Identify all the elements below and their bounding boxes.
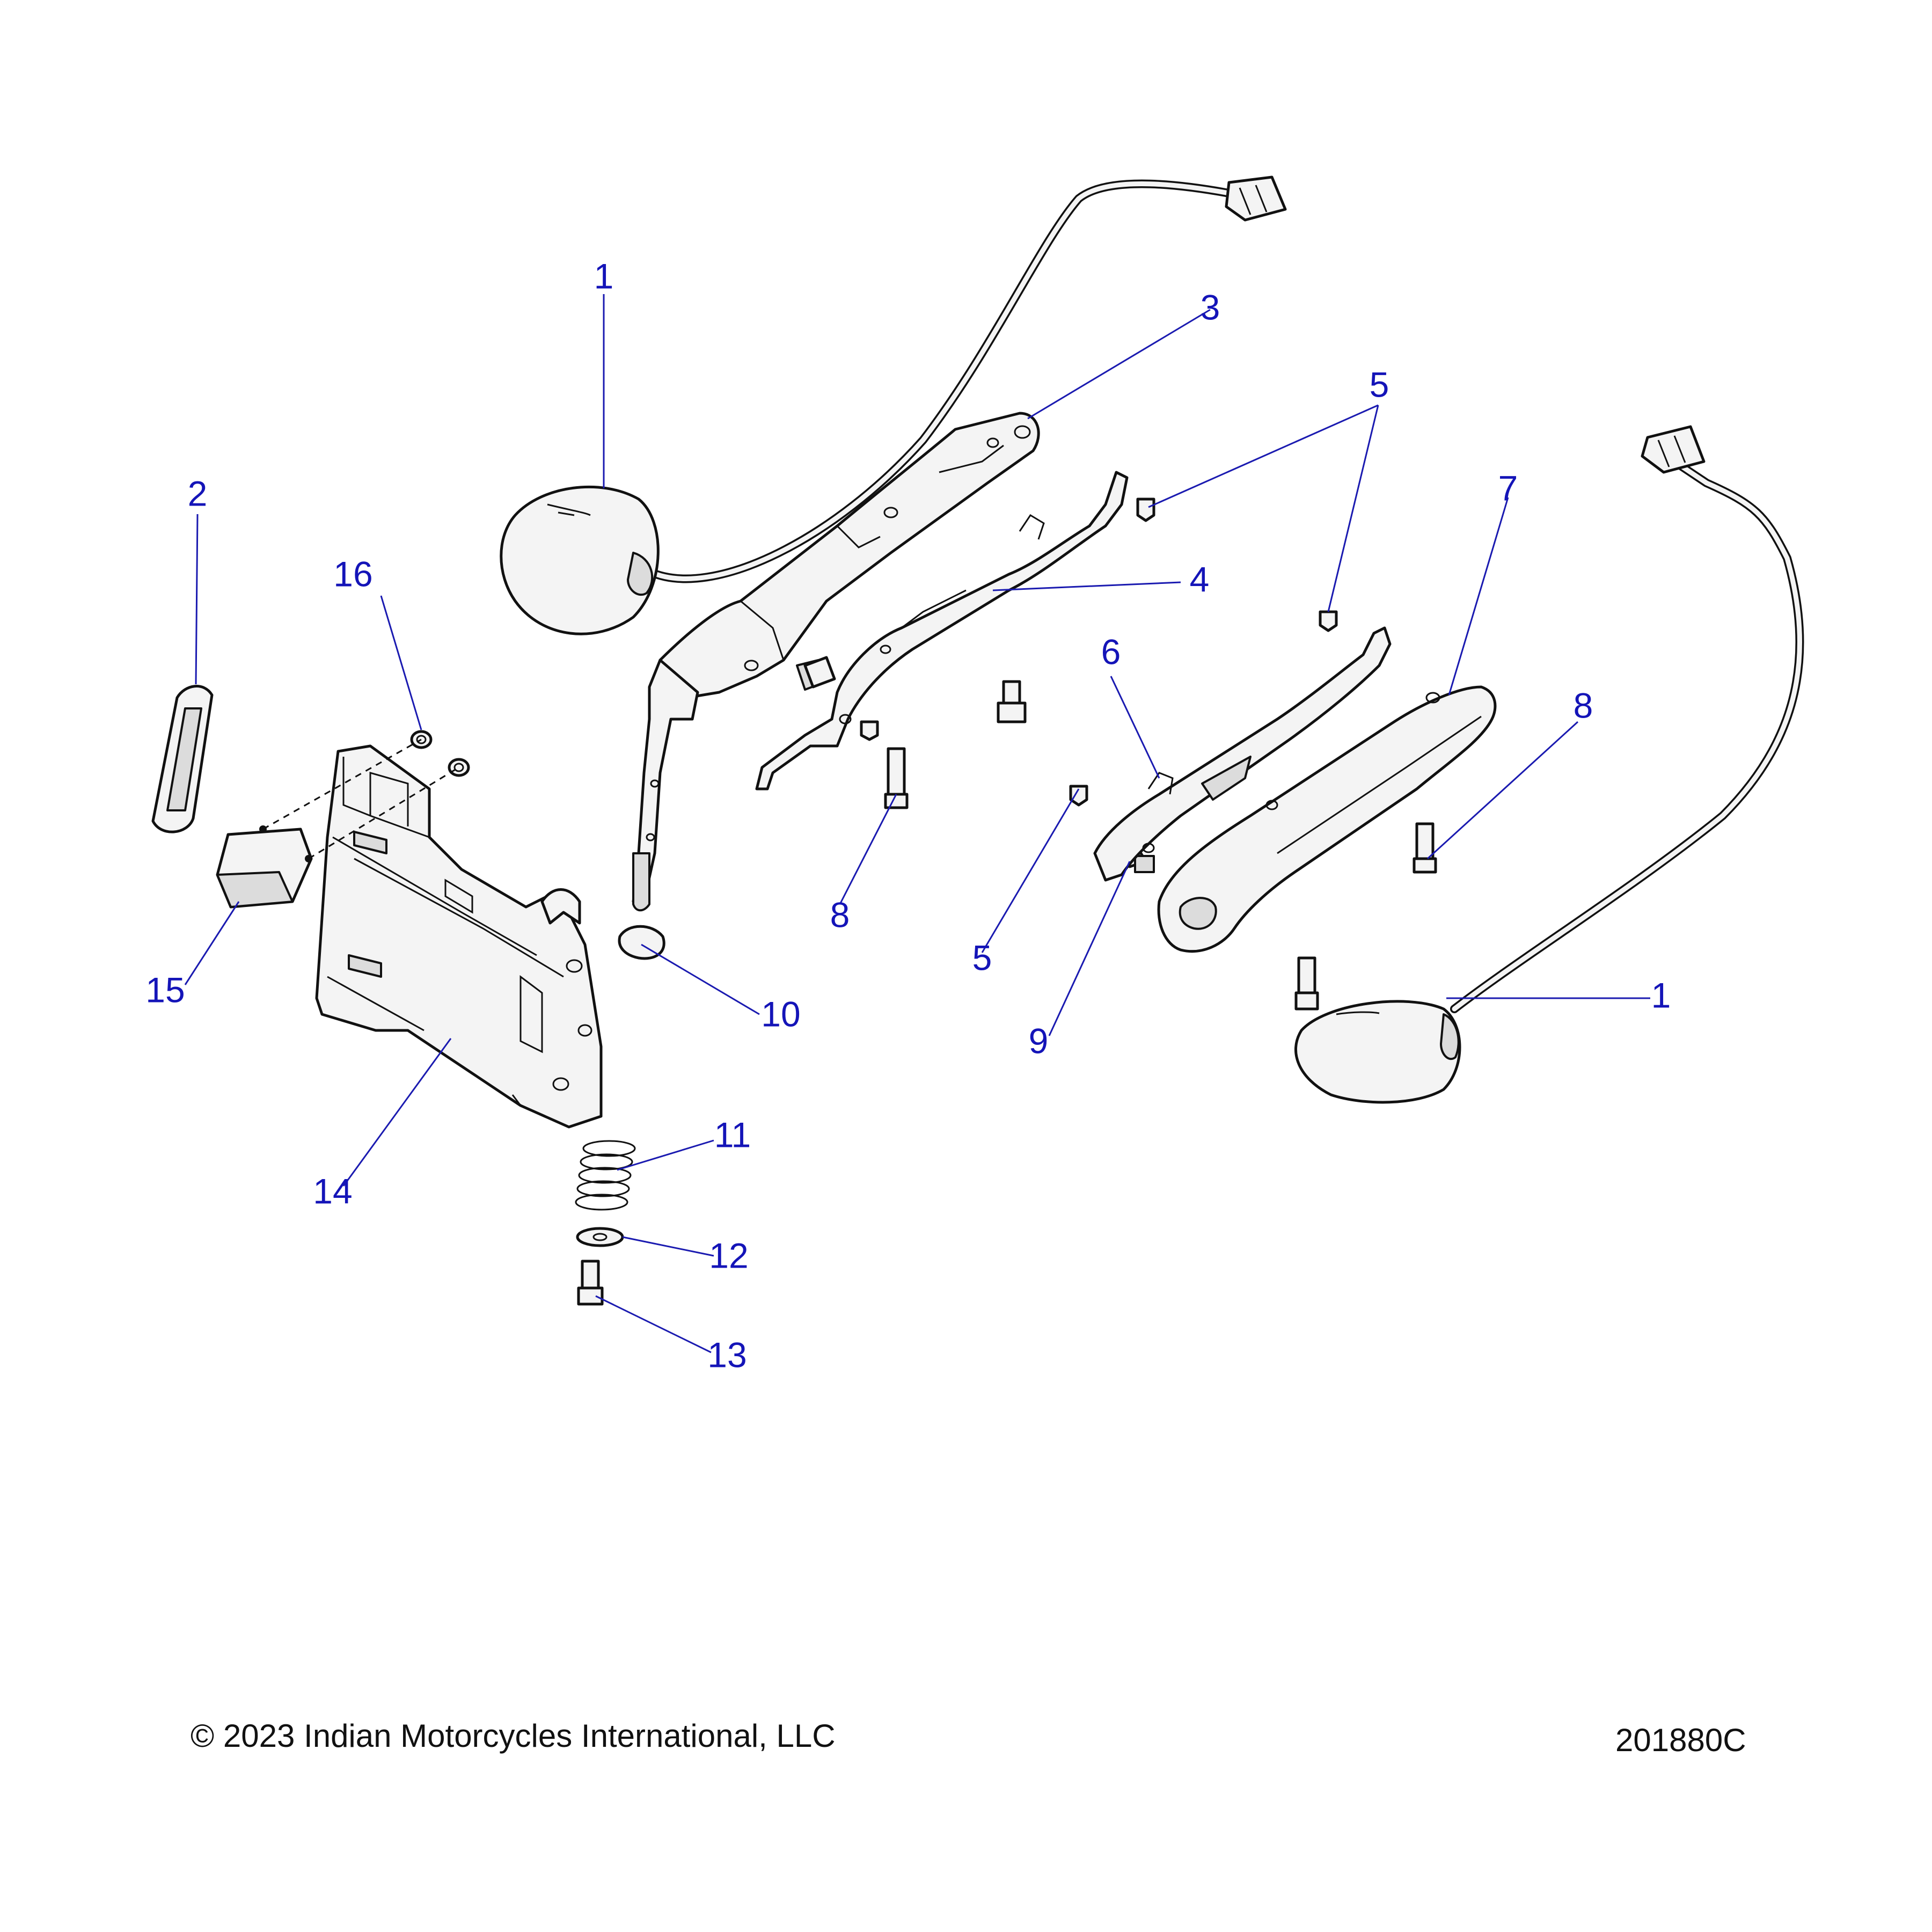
callout-7: 7 (1498, 468, 1518, 508)
reflector (151, 685, 214, 833)
callout-3: 3 (1201, 287, 1220, 327)
callout-2: 2 (188, 473, 208, 513)
callout-14: 14 (313, 1171, 352, 1211)
callout-8-left: 8 (830, 895, 850, 934)
mount-plate (1093, 626, 1392, 882)
spring-washer-bolt (575, 1140, 636, 1306)
callout-4: 4 (1190, 559, 1210, 599)
callout-9: 9 (1029, 1021, 1049, 1060)
callout-16: 16 (333, 554, 372, 594)
callout-15: 15 (145, 970, 185, 1009)
turn-signal-lower (1294, 425, 1804, 1104)
callout-5-lower: 5 (972, 938, 992, 977)
leader-lines (184, 294, 1650, 1353)
turn-signal-upper (500, 175, 1287, 635)
callout-1-upper: 1 (594, 256, 614, 296)
callout-labels: 1 1 2 3 4 5 5 5 6 7 8 8 9 10 11 12 13 14… (145, 256, 1671, 1374)
drawing-number: 201880C (1615, 1722, 1746, 1758)
callout-8-right: 8 (1574, 685, 1593, 725)
callout-11: 11 (714, 1115, 751, 1154)
license-plate-bracket (315, 744, 603, 1129)
callout-12: 12 (709, 1235, 748, 1275)
callout-10: 10 (761, 994, 800, 1034)
bracket-cover (1157, 685, 1497, 953)
callout-13: 13 (707, 1335, 747, 1374)
bracket-plate (755, 471, 1129, 791)
copyright-notice: © 2023 Indian Motorcycles International,… (191, 1718, 836, 1754)
fasteners (410, 497, 1437, 1011)
alignment-lines (262, 738, 459, 860)
bracket-upper (632, 412, 1040, 912)
callout-6: 6 (1101, 632, 1121, 671)
callout-1-lower: 1 (1651, 975, 1671, 1015)
license-light (216, 825, 313, 909)
callout-5-upper: 5 (1370, 364, 1389, 404)
